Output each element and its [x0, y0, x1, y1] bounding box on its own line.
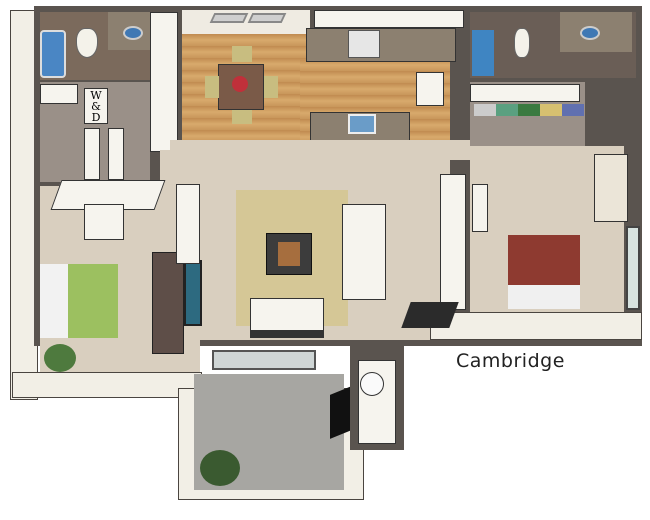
kitchen-counter-top: [306, 28, 456, 62]
stove-icon: [348, 30, 380, 58]
chair: [232, 46, 252, 62]
sofa: [342, 204, 386, 300]
bathtub-icon: [40, 30, 66, 78]
closet-door: [84, 128, 100, 180]
sink-icon: [123, 26, 143, 40]
plant-icon: [44, 344, 76, 372]
washer-dryer: W & D: [84, 88, 108, 124]
closet-door: [108, 128, 124, 180]
exterior-wall-bottom-right: [430, 312, 642, 340]
kitchen-backsplash: [314, 10, 464, 28]
plant-icon: [200, 450, 240, 486]
chair: [232, 110, 252, 124]
exterior-wall-bottom-left: [12, 372, 202, 398]
fridge: [416, 72, 444, 106]
water-heater-icon: [360, 372, 384, 396]
window-icon: [209, 13, 249, 23]
bed-left: [40, 264, 118, 338]
coffee-table: [266, 233, 312, 275]
shelf: [40, 84, 78, 104]
hallway: [170, 140, 470, 160]
bath-wall: [150, 12, 178, 152]
flowers-icon: [232, 76, 248, 92]
toilet-icon: [514, 28, 530, 58]
coffee-table-top: [278, 242, 300, 266]
loveseat: [250, 298, 324, 338]
desk-chair: [84, 204, 124, 240]
exterior-wall-left: [10, 10, 38, 400]
sliding-door: [212, 350, 316, 370]
sink-icon: [580, 26, 600, 40]
clothes-icon: [474, 104, 584, 116]
window-icon: [247, 13, 287, 23]
dresser-master: [594, 154, 628, 222]
closet-shelf: [470, 84, 580, 102]
window-right: [626, 226, 640, 310]
chair: [264, 76, 278, 98]
hvac-icon: [401, 302, 459, 328]
chair: [205, 76, 219, 98]
sink-icon: [348, 114, 376, 134]
bed-master: [508, 235, 580, 309]
shower-icon: [472, 30, 494, 76]
dresser: [152, 252, 184, 354]
toilet-icon: [76, 28, 98, 58]
floorplan-name: Cambridge: [456, 350, 565, 372]
tv-icon: [184, 260, 202, 326]
nightstand: [472, 184, 488, 232]
closet-bedroom-left: [176, 184, 200, 264]
bookshelf: [440, 174, 466, 310]
